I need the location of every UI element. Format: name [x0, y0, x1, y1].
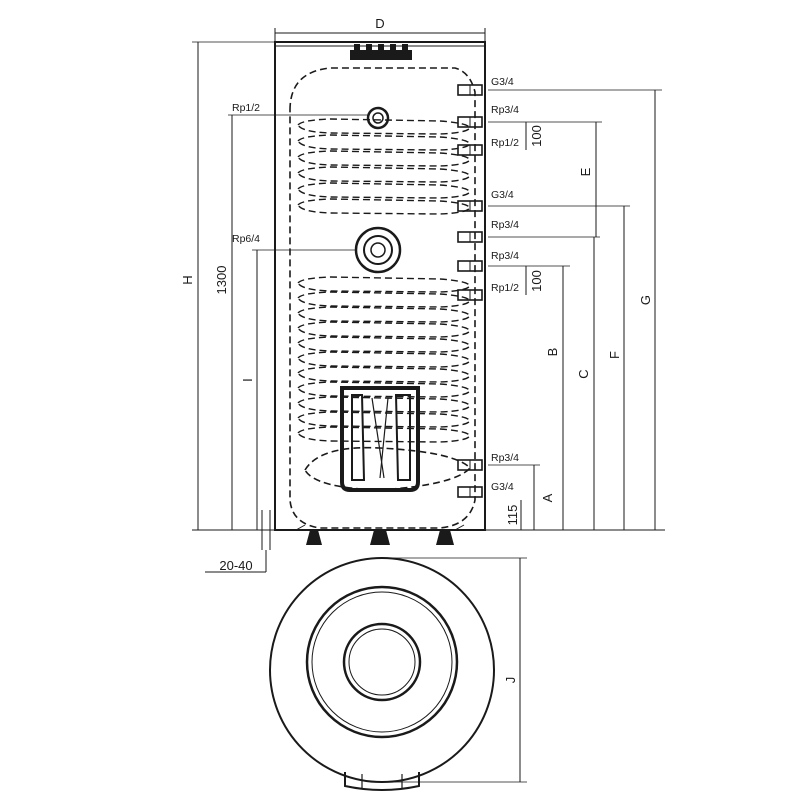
label-h: H — [180, 275, 195, 284]
conn-r2: Rp3/4 — [491, 104, 519, 116]
conn-left-mid: Rp6/4 — [232, 233, 260, 245]
label-20-40: 20-40 — [219, 558, 252, 573]
conn-r4: G3/4 — [491, 189, 514, 201]
label-j: J — [503, 677, 518, 684]
plan-outer-circle — [269, 557, 495, 783]
label-115: 115 — [505, 505, 520, 526]
inner-tank-outline — [289, 67, 476, 529]
conn-r7: Rp1/2 — [491, 282, 519, 294]
lower-coil-turn — [297, 351, 471, 368]
label-b: B — [545, 348, 560, 357]
label-d: D — [375, 16, 384, 31]
connection-labels: Rp1/2 Rp6/4 G3/4 Rp3/4 Rp1/2 G3/4 Rp3/4 … — [232, 76, 519, 493]
dimension-labels: D H 1300 I G F E C B A 100 100 115 20-40… — [180, 16, 653, 683]
tank-side-view — [274, 41, 486, 545]
heater-port — [354, 226, 402, 274]
conn-r1: G3/4 — [491, 76, 514, 88]
plan-middle-circle — [305, 585, 459, 739]
label-i: I — [240, 378, 255, 382]
coil-bottom-loop — [304, 446, 472, 491]
plan-middle-inner-circle — [311, 591, 453, 733]
inspection-flange — [340, 386, 420, 492]
upper-heating-coil — [297, 118, 471, 215]
conn-r3: Rp1/2 — [491, 137, 519, 149]
plan-inner-circle — [342, 622, 422, 702]
label-1300: 1300 — [214, 266, 229, 295]
label-100-mid: 100 — [529, 270, 544, 292]
tank-plan-view — [269, 557, 495, 791]
label-e: E — [578, 167, 593, 176]
plan-inner-ring — [348, 628, 416, 696]
lower-coil-turn — [297, 321, 471, 338]
conn-r5: Rp3/4 — [491, 219, 519, 231]
conn-r8: Rp3/4 — [491, 452, 519, 464]
upper-coil-turn — [297, 150, 471, 167]
plan-flange-tab — [344, 772, 420, 791]
tank-feet — [295, 524, 465, 545]
lower-coil-turn — [297, 396, 471, 413]
conn-left-top: Rp1/2 — [232, 102, 260, 114]
label-a: A — [540, 493, 555, 502]
sensor-port-top — [366, 106, 390, 130]
lower-coil-turn — [297, 411, 471, 428]
right-connection-stubs — [457, 84, 483, 498]
lower-coil-turn — [297, 366, 471, 383]
conn-r6: Rp3/4 — [491, 250, 519, 262]
lower-heating-coil — [297, 276, 471, 443]
top-anode-connector — [350, 44, 412, 60]
upper-coil-turn — [297, 182, 471, 199]
lower-coil-turn — [297, 291, 471, 308]
label-g: G — [638, 295, 653, 305]
lower-coil-turn — [297, 276, 471, 293]
dimension-lines — [192, 28, 665, 783]
upper-coil-turn — [297, 166, 471, 183]
lower-coil-turn — [297, 336, 471, 353]
lower-coil-turn — [297, 306, 471, 323]
label-c: C — [576, 369, 591, 378]
conn-r9: G3/4 — [491, 481, 514, 493]
upper-coil-turn — [297, 198, 471, 215]
label-f: F — [607, 351, 622, 359]
label-100-top: 100 — [529, 125, 544, 147]
upper-coil-turn — [297, 134, 471, 151]
